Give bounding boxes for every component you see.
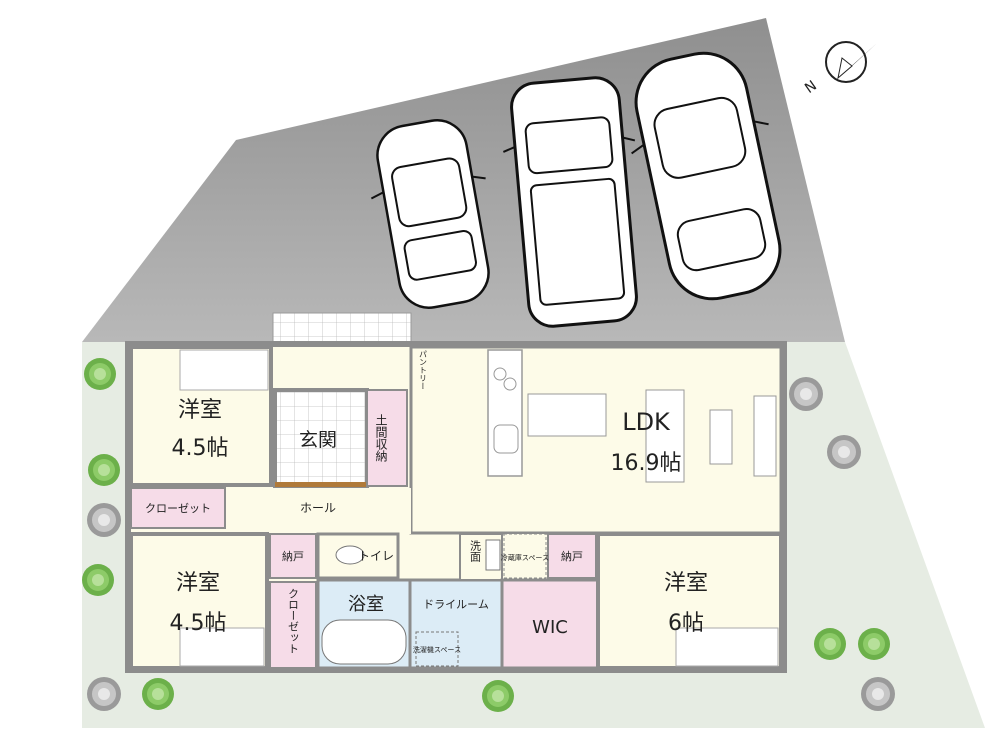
tree-icon — [482, 680, 514, 712]
bathroom-label: 浴室 — [348, 594, 384, 615]
tree-icon — [827, 435, 861, 469]
closet-2-area — [269, 581, 317, 669]
western-room-1-name: 洋室 — [178, 398, 222, 423]
bed-3 — [675, 627, 779, 667]
earth-storage-area — [366, 389, 408, 487]
dry-room-label: ドライルーム — [423, 598, 489, 611]
storage-2-label: 納戸 — [561, 550, 583, 563]
tv-board — [753, 395, 777, 477]
storage-1-area — [269, 533, 317, 579]
fridge-space-label: 冷蔵庫スペース — [501, 553, 549, 562]
closet-1-area — [130, 487, 226, 529]
car-compact-icon — [370, 119, 490, 309]
ldk-size: 16.9帖 — [611, 451, 682, 476]
washer-space-box — [415, 631, 459, 667]
washroom-label: 洗面 — [469, 540, 482, 562]
tree-icon — [789, 377, 823, 411]
wic-area — [500, 578, 600, 670]
wic-label: WIC — [532, 617, 568, 638]
coffee-table — [709, 409, 733, 465]
earth-storage-label: 土間収納 — [374, 414, 388, 462]
compass-label: N — [802, 78, 820, 97]
tree-icon — [858, 628, 890, 660]
tree-icon — [142, 678, 174, 710]
entrance-step — [275, 482, 367, 487]
hall-area — [229, 488, 411, 534]
bed-2 — [179, 627, 265, 667]
washbasin-icon — [485, 539, 501, 571]
western-room-3-name: 洋室 — [664, 571, 708, 596]
compass-icon: N — [802, 41, 876, 97]
tree-icon — [814, 628, 846, 660]
sink-icon — [493, 424, 519, 454]
storage-2-area — [547, 533, 597, 579]
toilet-icon — [335, 545, 365, 565]
western-room-2-size: 4.5帖 — [170, 611, 227, 636]
entrance-area — [273, 388, 369, 488]
dining-table — [527, 393, 607, 437]
pantry-label: パントリー — [419, 350, 428, 390]
toilet-label: トイレ — [358, 549, 394, 563]
fridge-space-area — [503, 533, 547, 579]
western-room-3-size: 6帖 — [668, 611, 704, 636]
kitchen-counter — [487, 349, 523, 477]
closet-1-label: クローゼット — [145, 502, 211, 515]
hall-label: ホール — [300, 501, 336, 515]
tree-icon — [87, 677, 121, 711]
car-van-icon — [502, 76, 638, 328]
tree-icon — [861, 677, 895, 711]
car-suv-icon — [631, 51, 782, 301]
dry-room-area — [408, 578, 504, 670]
western-room-1-size: 4.5帖 — [172, 436, 229, 461]
stove-burner-icon — [493, 367, 507, 381]
tree-icon — [87, 503, 121, 537]
closet-2-label: クローゼット — [287, 588, 300, 654]
bathtub-icon — [321, 619, 407, 665]
tree-icon — [88, 454, 120, 486]
tree-icon — [84, 358, 116, 390]
storage-1-label: 納戸 — [282, 550, 304, 563]
bed-1 — [179, 349, 269, 391]
tree-icon — [82, 564, 114, 596]
stove-burner-icon-2 — [503, 377, 517, 391]
ldk-name: LDK — [622, 408, 671, 436]
sofa — [645, 389, 685, 483]
entrance-label: 玄関 — [299, 429, 337, 451]
western-room-2-name: 洋室 — [176, 571, 220, 596]
washer-space-label: 洗濯機スペース — [413, 645, 461, 654]
